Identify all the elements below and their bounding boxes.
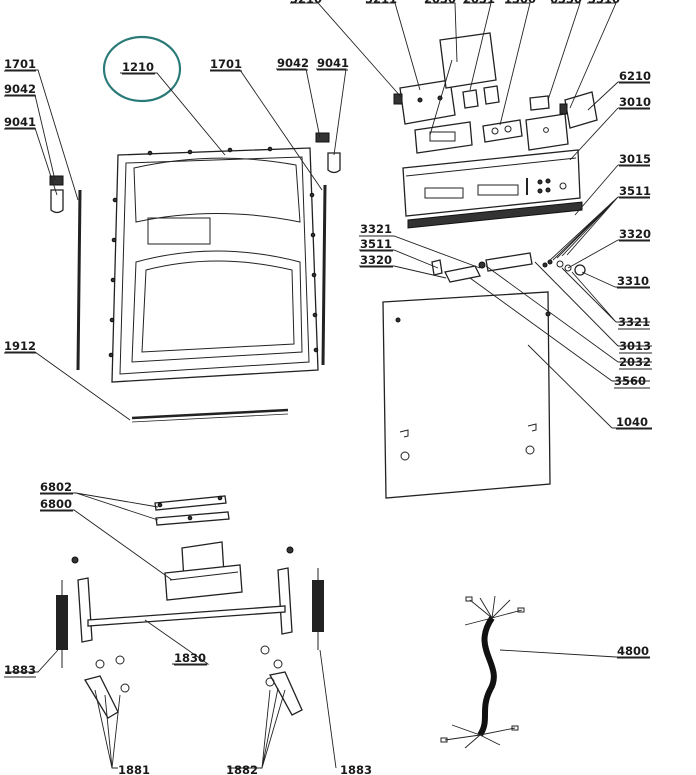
handle-bracket-left [431,259,481,283]
control-module-board [393,79,456,125]
hinge-lever-right [260,645,303,716]
label-3511-right: 3511 [619,184,651,198]
label-3320-left: 3320 [360,253,392,267]
label-1881: 1881 [118,763,150,775]
label-3015: 3015 [619,152,651,166]
handle-bar [478,252,533,272]
door-spring-left [56,580,68,668]
label-2032: 2032 [619,355,651,369]
label-5211: 5211 [365,0,397,6]
side-trim-left [76,189,82,371]
wiring-harness [440,595,525,749]
label-3560: 3560 [614,374,646,388]
label-1883-right: 1883 [340,763,372,775]
label-3010: 3010 [619,95,651,109]
push-button-a [462,89,479,109]
interface-board [439,32,497,89]
label-3321-left: 3321 [360,222,392,236]
hinge-lever-left [83,655,130,719]
label-1912: 1912 [4,339,36,353]
label-1882: 1882 [226,763,258,775]
label-3321-right: 3321 [618,315,650,329]
control-panel-fascia [402,149,581,217]
label-1701-left: 1701 [4,57,36,71]
label-1040: 1040 [616,415,648,429]
label-1300: 1300 [504,0,536,6]
switch-assembly [482,119,523,143]
label-underlines [4,69,652,678]
label-5210: 5210 [290,0,322,6]
label-3013: 3013 [619,339,651,353]
hinge-arm-left [71,556,93,643]
hinge-connecting-rod [87,605,286,627]
label-1830: 1830 [174,651,206,665]
label-1883-left: 1883 [4,663,36,677]
display-board [414,121,473,154]
label-2030: 2030 [424,0,456,6]
label-9041-left: 9041 [4,115,36,129]
label-4800: 4800 [617,644,649,658]
bottom-seal-strip [131,408,289,423]
label-3310: 3310 [617,274,649,288]
inner-door-panel [108,146,319,383]
outer-door-panel [382,291,551,499]
label-6210: 6210 [619,69,651,83]
signal-lamp [529,95,550,111]
program-selector-board [525,113,569,151]
label-9041-right: 9041 [317,56,349,70]
hinge-bracket-top [154,495,227,511]
label-6802: 6802 [40,480,72,494]
hinge-clip-right [315,132,341,174]
part-number-labels: 5210 5211 2030 2031 1300 6330 3510 1701 … [4,0,651,775]
label-6330: 6330 [550,0,582,6]
label-1210: 1210 [122,60,154,74]
highlight-circle [102,35,182,103]
side-trim-right [321,184,327,366]
label-3511-left: 3511 [360,237,392,251]
push-button-b [483,85,500,105]
label-2031: 2031 [463,0,495,6]
label-3320-right: 3320 [619,227,651,241]
hinge-clip-left [49,175,64,214]
door-spring-right [312,568,324,650]
label-9042-right: 9042 [277,56,309,70]
label-1701-right: 1701 [210,57,242,71]
label-3510: 3510 [588,0,620,6]
label-6800: 6800 [40,497,72,511]
panel-trim-strip [407,201,583,229]
hinge-arm-right [277,546,294,635]
hinge-bracket-bottom [155,511,230,526]
label-9042-left: 9042 [4,82,36,96]
door-counterweight-box [164,541,243,601]
